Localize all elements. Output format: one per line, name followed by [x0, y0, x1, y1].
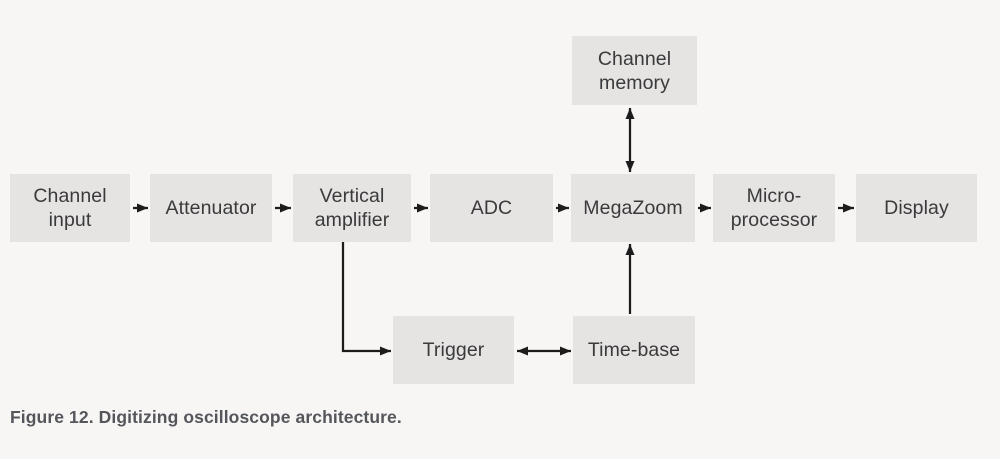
block-vertical-amplifier: Vertical amplifier	[293, 174, 411, 242]
block-channel-input: Channel input	[10, 174, 130, 242]
block-trigger: Trigger	[393, 316, 514, 384]
arrow-vertical-amplifier-to-trigger-elbow	[341, 242, 391, 356]
figure-caption: Figure 12. Digitizing oscilloscope archi…	[10, 407, 402, 427]
block-adc: ADC	[430, 174, 553, 242]
block-attenuator: Attenuator	[150, 174, 272, 242]
block-display: Display	[856, 174, 977, 242]
block-microprocessor: Micro- processor	[713, 174, 835, 242]
block-time-base: Time-base	[573, 316, 695, 384]
block-megazoom: MegaZoom	[571, 174, 695, 242]
block-channel-memory: Channel memory	[572, 36, 697, 105]
